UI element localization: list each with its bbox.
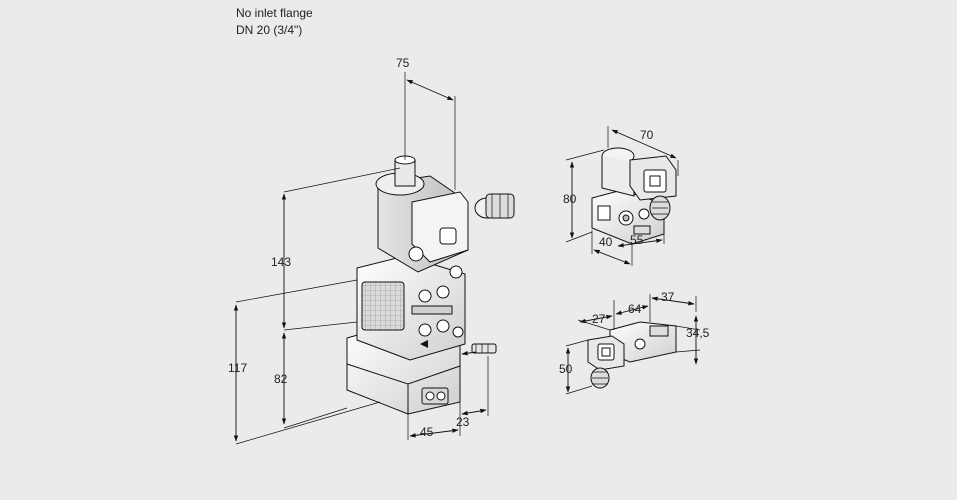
dim-55: 55	[630, 233, 644, 247]
detail-top-dimensions: 70 80 40 55	[563, 126, 679, 266]
dim-82: 82	[274, 372, 288, 386]
dim-45: 45	[420, 425, 434, 439]
dim-64: 64	[628, 302, 642, 316]
main-dimensions: 75 143 82 117 45 23	[228, 56, 489, 445]
detail-bottom-dimensions: 27 64 37 34,5 50	[559, 290, 710, 395]
dim-50: 50	[559, 362, 573, 376]
drawing-header: No inlet flange DN 20 (3/4")	[236, 5, 313, 39]
flange-note: No inlet flange	[236, 6, 313, 20]
test-nipple	[461, 343, 497, 356]
dim-34-5: 34,5	[686, 326, 710, 340]
size-note: DN 20 (3/4")	[236, 23, 303, 37]
dim-143: 143	[271, 255, 291, 269]
dim-80: 80	[563, 192, 577, 206]
dim-117: 117	[228, 361, 247, 375]
dim-40: 40	[599, 235, 613, 249]
dim-70: 70	[640, 128, 654, 142]
cable-gland	[474, 193, 515, 219]
main-valve-assembly	[346, 155, 515, 415]
dim-23: 23	[456, 415, 470, 429]
filter-screen	[361, 281, 405, 331]
dim-27: 27	[592, 312, 606, 326]
dim-75: 75	[396, 56, 410, 70]
detail-plug-bottom	[587, 321, 677, 389]
dim-37: 37	[661, 290, 675, 304]
detail-solenoid-top	[591, 147, 677, 245]
